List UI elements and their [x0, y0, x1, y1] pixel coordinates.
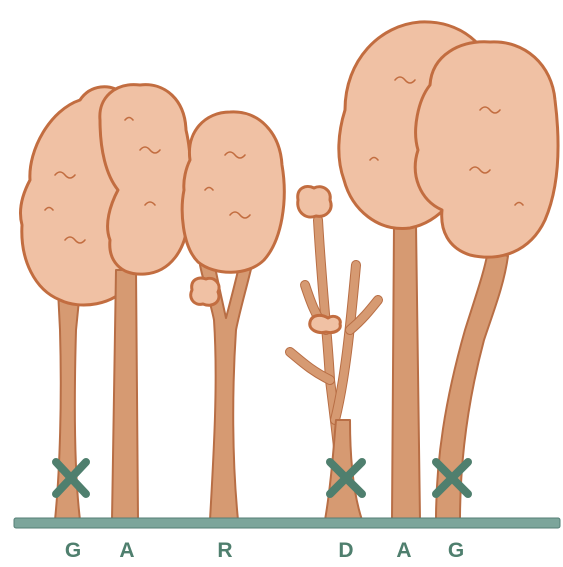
tree-3-crown: [182, 112, 284, 272]
tree-label-1: G: [58, 540, 88, 562]
tree-2-crown: [100, 85, 191, 275]
tree-4-middle-bud: [310, 315, 341, 332]
tree-5-trunk: [392, 225, 420, 520]
tree-6-crown-group: [415, 42, 558, 257]
tree-6-crown: [415, 42, 558, 257]
tree-2: [100, 85, 191, 520]
tree-label-3: R: [210, 540, 240, 562]
tree-label-6: G: [441, 540, 471, 562]
tree-label-4: D: [331, 540, 361, 562]
tree-4-top-bud: [298, 187, 331, 218]
tree-5: [392, 225, 420, 520]
tree-3-small-bud: [191, 278, 219, 305]
ground-line: [14, 518, 560, 528]
tree-3: [182, 112, 284, 520]
tree-label-2: A: [112, 540, 142, 562]
tree-2-trunk: [112, 270, 138, 520]
tree-label-5: A: [389, 540, 419, 562]
